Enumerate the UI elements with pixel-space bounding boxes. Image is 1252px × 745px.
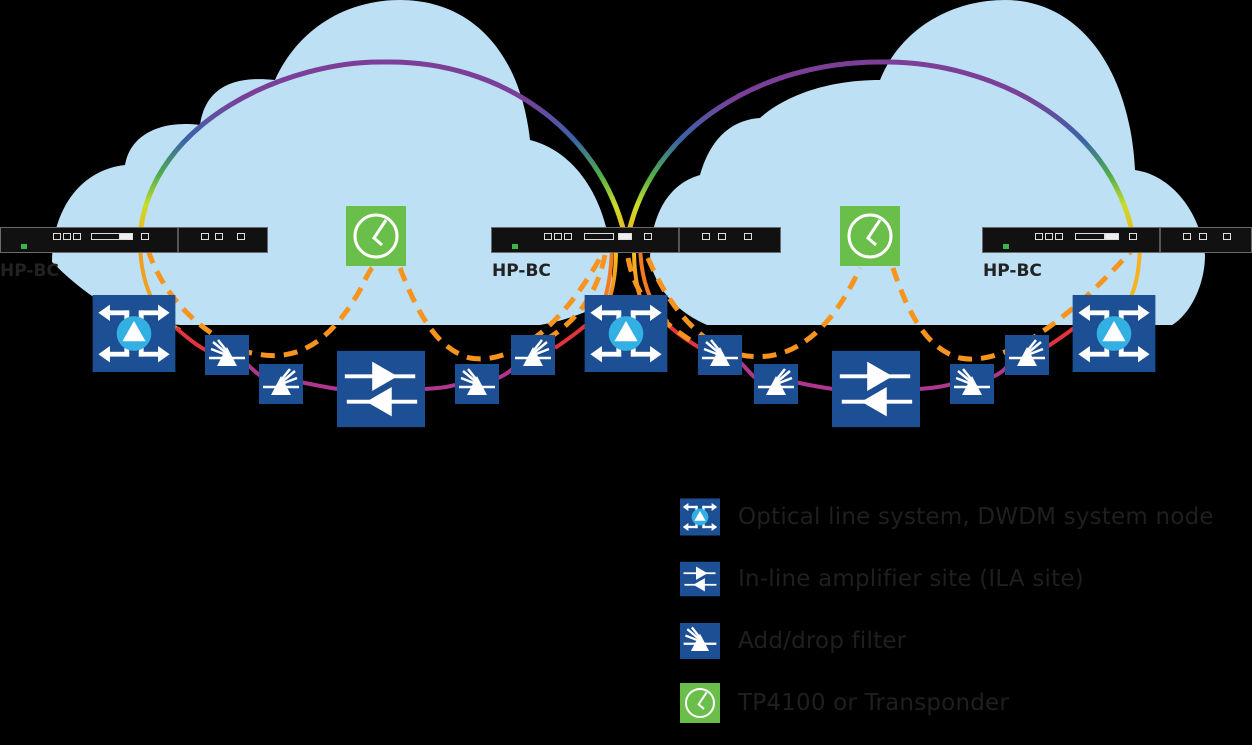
divider [177, 228, 179, 252]
port [1045, 233, 1053, 240]
add-drop-filter-2[interactable] [259, 364, 303, 404]
add-drop-filter-icon [680, 622, 720, 660]
ila-site-left[interactable] [337, 350, 425, 428]
port [744, 233, 752, 240]
hp-bc-device-right[interactable] [982, 227, 1252, 253]
hp-bc-device-left[interactable] [0, 227, 268, 253]
port [1199, 233, 1207, 240]
port [63, 233, 71, 240]
port [119, 233, 133, 240]
add-drop-filter-5[interactable] [698, 335, 742, 375]
status-led [512, 244, 518, 249]
port [1129, 233, 1137, 240]
device-label-center: HP-BC [492, 261, 551, 281]
port [1183, 233, 1191, 240]
transponder-left[interactable] [346, 206, 406, 266]
ols-node-left[interactable] [92, 295, 176, 372]
ila-site-right[interactable] [832, 350, 920, 428]
port [201, 233, 209, 240]
port [141, 233, 149, 240]
add-drop-filter-6[interactable] [754, 364, 798, 404]
port [91, 233, 121, 240]
ila-icon [680, 561, 720, 597]
legend: Optical line system, DWDM system node In… [680, 497, 1214, 745]
transponder-right[interactable] [840, 206, 900, 266]
port [644, 233, 652, 240]
port [1035, 233, 1043, 240]
background-lower [0, 325, 1252, 735]
cloud-right [650, 0, 1205, 330]
port [53, 233, 61, 240]
port [73, 233, 81, 240]
status-led [1003, 244, 1009, 249]
add-drop-filter-8[interactable] [1005, 335, 1049, 375]
hp-bc-device-center[interactable] [491, 227, 781, 253]
port [554, 233, 562, 240]
add-drop-filter-4[interactable] [511, 335, 555, 375]
divider [1159, 228, 1161, 252]
legend-item-ols: Optical line system, DWDM system node [680, 497, 1214, 537]
legend-label: Optical line system, DWDM system node [738, 504, 1214, 530]
port [1075, 233, 1105, 240]
ols-node-right[interactable] [1072, 295, 1156, 372]
arc-fiber-right [625, 59, 1136, 237]
divider [678, 228, 680, 252]
add-drop-filter-1[interactable] [205, 335, 249, 375]
port [618, 233, 632, 240]
legend-item-add-drop: Add/drop filter [680, 621, 1214, 661]
port [1055, 233, 1063, 240]
legend-item-transponder: TP4100 or Transponder [680, 683, 1214, 723]
port [237, 233, 245, 240]
port [215, 233, 223, 240]
legend-label: TP4100 or Transponder [738, 690, 1010, 716]
port [1105, 233, 1119, 240]
transponder-clock-icon [680, 683, 720, 723]
add-drop-filter-7[interactable] [950, 364, 994, 404]
port [544, 233, 552, 240]
status-led [21, 244, 27, 249]
ols-node-icon [680, 498, 720, 536]
arc-fiber-left [137, 59, 628, 237]
add-drop-filter-3[interactable] [455, 364, 499, 404]
port [564, 233, 572, 240]
ols-node-center[interactable] [584, 295, 668, 372]
port [1223, 233, 1231, 240]
device-label-left: HP-BC [0, 261, 59, 281]
device-label-right: HP-BC [983, 261, 1042, 281]
legend-label: Add/drop filter [738, 628, 907, 654]
port [702, 233, 710, 240]
legend-label: In-line amplifier site (ILA site) [738, 566, 1084, 592]
port [584, 233, 614, 240]
port [718, 233, 726, 240]
legend-item-ila: In-line amplifier site (ILA site) [680, 559, 1214, 599]
